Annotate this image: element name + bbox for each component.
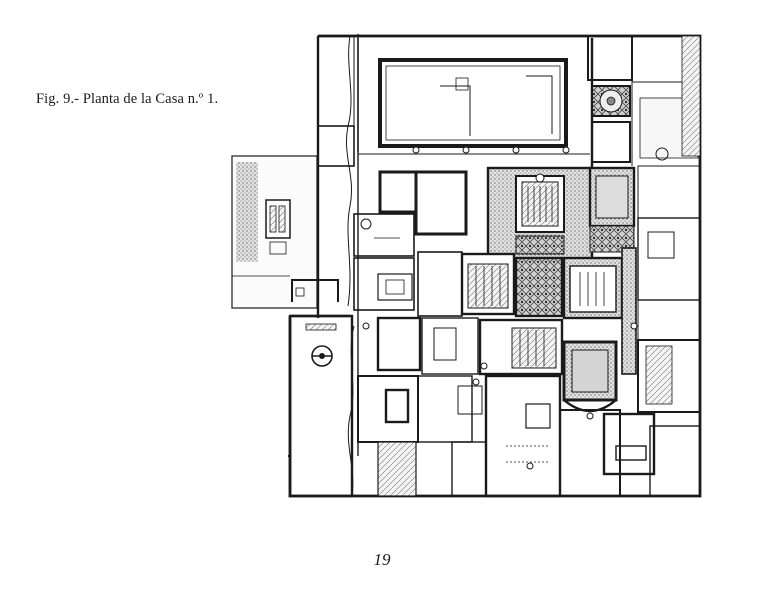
page-number: 19: [373, 550, 391, 569]
boundary-line: [345, 35, 353, 307]
column-markers: [362, 146, 638, 470]
middle-rooms: [417, 247, 637, 375]
north-west-rooms: [317, 35, 355, 167]
east-rooms: [637, 165, 701, 413]
house-floor-plan: [231, 34, 702, 498]
north-east-rooms: [587, 35, 701, 166]
west-annex: [231, 155, 339, 309]
central-rooms: [353, 170, 468, 311]
north-peristyle: [357, 38, 594, 176]
figure-caption: Fig. 9.- Planta de la Casa n.º 1.: [36, 91, 219, 107]
lower-central-rooms: [376, 316, 618, 413]
central-courtyard: [486, 166, 636, 262]
south-rooms: [357, 374, 701, 498]
south-west-court: [288, 314, 354, 498]
